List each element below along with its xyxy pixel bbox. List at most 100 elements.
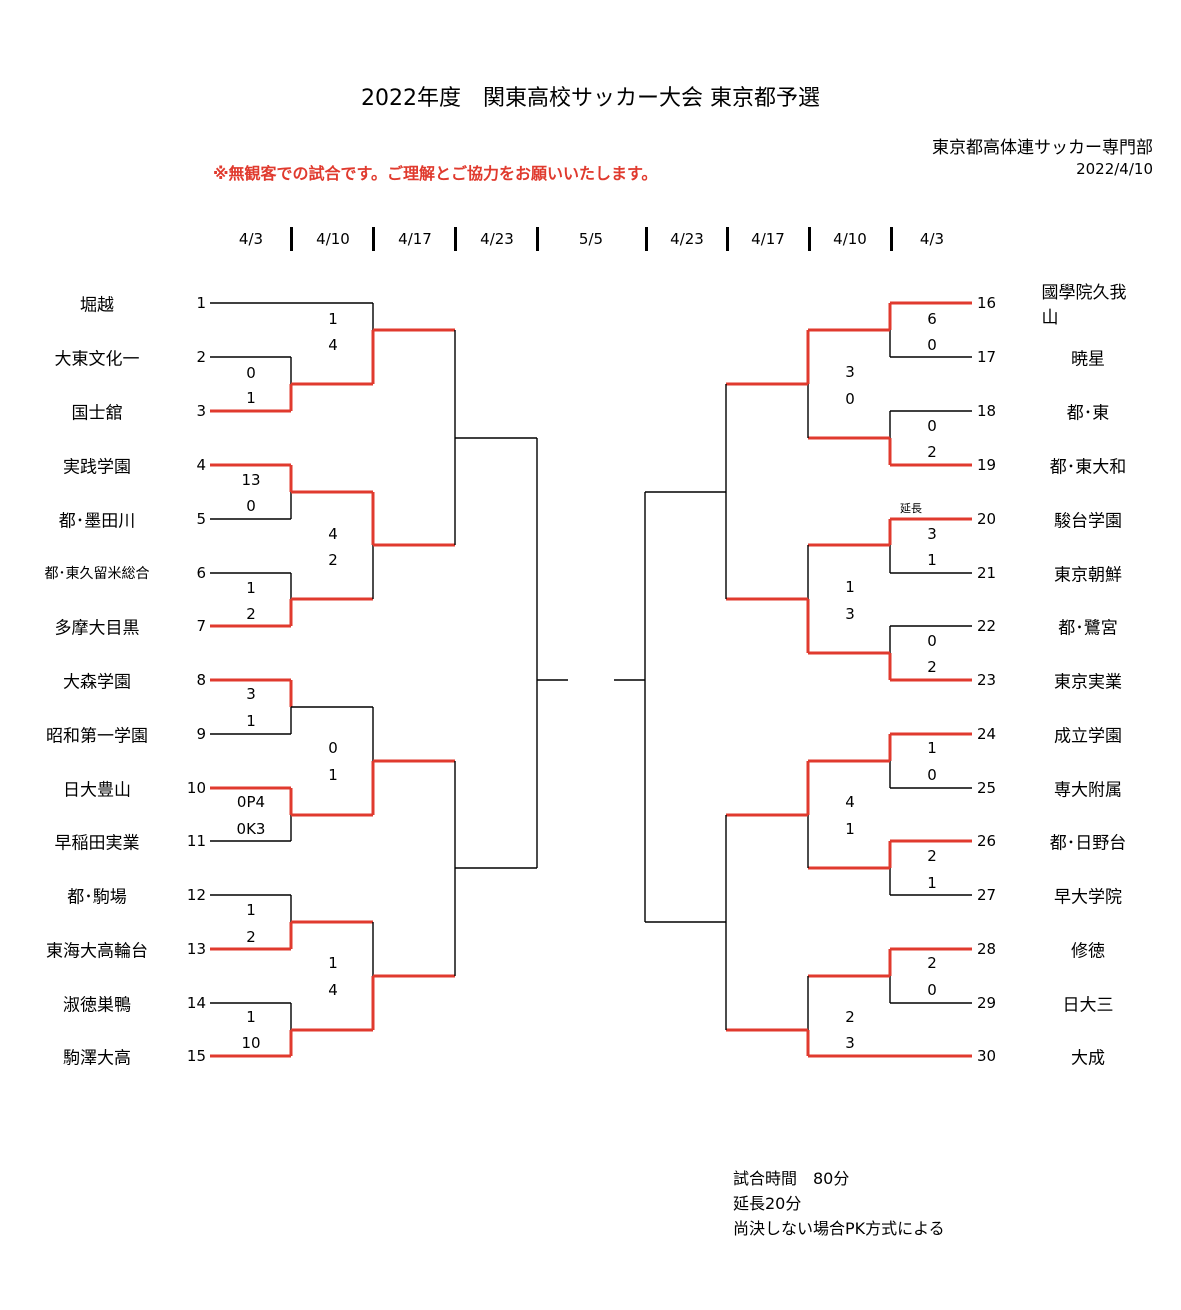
team-name: 東海大高輪台 — [46, 941, 148, 962]
seed-number: 27 — [977, 886, 997, 904]
match-score: 2 — [246, 928, 256, 946]
team-name: 実践学園 — [63, 457, 131, 478]
team-name: 専大附属 — [1054, 780, 1122, 801]
seed-number: 14 — [186, 994, 206, 1012]
team-name: 都･墨田川 — [58, 511, 136, 532]
extra-time-label: 延長 — [900, 502, 922, 515]
match-score: 1 — [927, 739, 937, 757]
team-name: 大東文化一 — [54, 349, 140, 370]
match-score: 3 — [246, 685, 256, 703]
round-date: 4/17 — [751, 230, 785, 248]
match-score: 4 — [328, 336, 338, 354]
match-score: 6 — [927, 310, 937, 328]
seed-number: 28 — [977, 940, 997, 958]
team-name: 都･日野台 — [1049, 833, 1127, 854]
team-name: 早稲田実業 — [54, 833, 140, 854]
team-name: 多摩大目黒 — [54, 618, 140, 639]
team-name: 暁星 — [1071, 349, 1105, 370]
round-separator — [454, 227, 457, 251]
seed-number: 25 — [977, 779, 997, 797]
match-score: 0K3 — [236, 820, 266, 838]
seed-number: 24 — [977, 725, 997, 743]
match-score: 10 — [241, 1034, 261, 1052]
match-score: 3 — [845, 363, 855, 381]
round-date: 4/17 — [398, 230, 432, 248]
seed-number: 12 — [186, 886, 206, 904]
round-separator — [726, 227, 729, 251]
round-separator — [290, 227, 293, 251]
team-name: 国士舘 — [71, 403, 123, 424]
team-name: 日大三 — [1062, 995, 1114, 1016]
team-name: 駒澤大高 — [63, 1048, 131, 1069]
seed-number: 2 — [196, 348, 206, 366]
match-score: 0 — [927, 981, 937, 999]
team-name: 修徳 — [1071, 941, 1105, 962]
match-score: 0 — [927, 632, 937, 650]
seed-number: 3 — [196, 402, 206, 420]
match-score: 1 — [328, 954, 338, 972]
match-score: 4 — [328, 981, 338, 999]
match-score: 0 — [927, 766, 937, 784]
seed-number: 30 — [977, 1047, 997, 1065]
match-rules-footer: 試合時間 80分 延長20分 尚決しない場合PK方式による — [733, 1166, 945, 1241]
seed-number: 4 — [196, 456, 206, 474]
no-spectators-notice: ※無観客での試合です。ご理解とご協力をお願いいたします。 — [213, 164, 658, 183]
team-name: 淑徳巣鴨 — [63, 995, 131, 1016]
seed-number: 5 — [196, 510, 206, 528]
seed-number: 21 — [977, 564, 997, 582]
match-score: 4 — [328, 525, 338, 543]
seed-number: 22 — [977, 617, 997, 635]
seed-number: 7 — [196, 617, 206, 635]
team-name: 成立学園 — [1054, 726, 1122, 747]
team-name: 駿台学園 — [1054, 511, 1122, 532]
match-score: 1 — [845, 578, 855, 596]
team-name: 國學院久我山 — [1041, 283, 1127, 328]
rule-extra-time: 延長20分 — [733, 1194, 802, 1213]
update-date: 2022/4/10 — [1076, 160, 1153, 178]
seed-number: 17 — [977, 348, 997, 366]
team-name: 都･駒場 — [67, 887, 127, 908]
seed-number: 16 — [977, 294, 997, 312]
match-score: 3 — [845, 605, 855, 623]
match-score: 1 — [845, 820, 855, 838]
seed-number: 26 — [977, 832, 997, 850]
match-score: 4 — [845, 793, 855, 811]
team-name: 堀越 — [80, 295, 114, 316]
match-score: 0 — [927, 417, 937, 435]
team-name: 東京実業 — [1054, 672, 1122, 693]
round-separator — [536, 227, 539, 251]
round-date: 4/23 — [480, 230, 514, 248]
round-separator — [808, 227, 811, 251]
seed-number: 9 — [196, 725, 206, 743]
team-name: 早大学院 — [1054, 887, 1122, 908]
match-score: 1 — [246, 901, 256, 919]
seed-number: 23 — [977, 671, 997, 689]
match-score: 2 — [246, 605, 256, 623]
round-separator — [890, 227, 893, 251]
round-date: 4/23 — [670, 230, 704, 248]
match-score: 0 — [246, 364, 256, 382]
round-date-final: 5/5 — [578, 230, 604, 248]
seed-number: 20 — [977, 510, 997, 528]
round-date: 4/10 — [316, 230, 350, 248]
rule-pk: 尚決しない場合PK方式による — [733, 1219, 945, 1238]
match-score: 0P4 — [236, 793, 266, 811]
match-score: 0 — [927, 336, 937, 354]
match-score: 2 — [927, 443, 937, 461]
team-name: 東京朝鮮 — [1054, 565, 1122, 586]
match-score: 1 — [927, 874, 937, 892]
match-score: 1 — [246, 579, 256, 597]
team-name: 大森学園 — [63, 672, 131, 693]
match-score: 2 — [328, 551, 338, 569]
match-score: 1 — [328, 766, 338, 784]
match-score: 0 — [845, 390, 855, 408]
match-score: 3 — [927, 525, 937, 543]
match-score: 2 — [927, 658, 937, 676]
seed-number: 11 — [186, 832, 206, 850]
match-score: 0 — [246, 497, 256, 515]
match-score: 1 — [246, 1008, 256, 1026]
seed-number: 19 — [977, 456, 997, 474]
rule-match-time: 試合時間 80分 — [733, 1169, 850, 1188]
match-score: 1 — [246, 389, 256, 407]
match-score: 2 — [927, 847, 937, 865]
